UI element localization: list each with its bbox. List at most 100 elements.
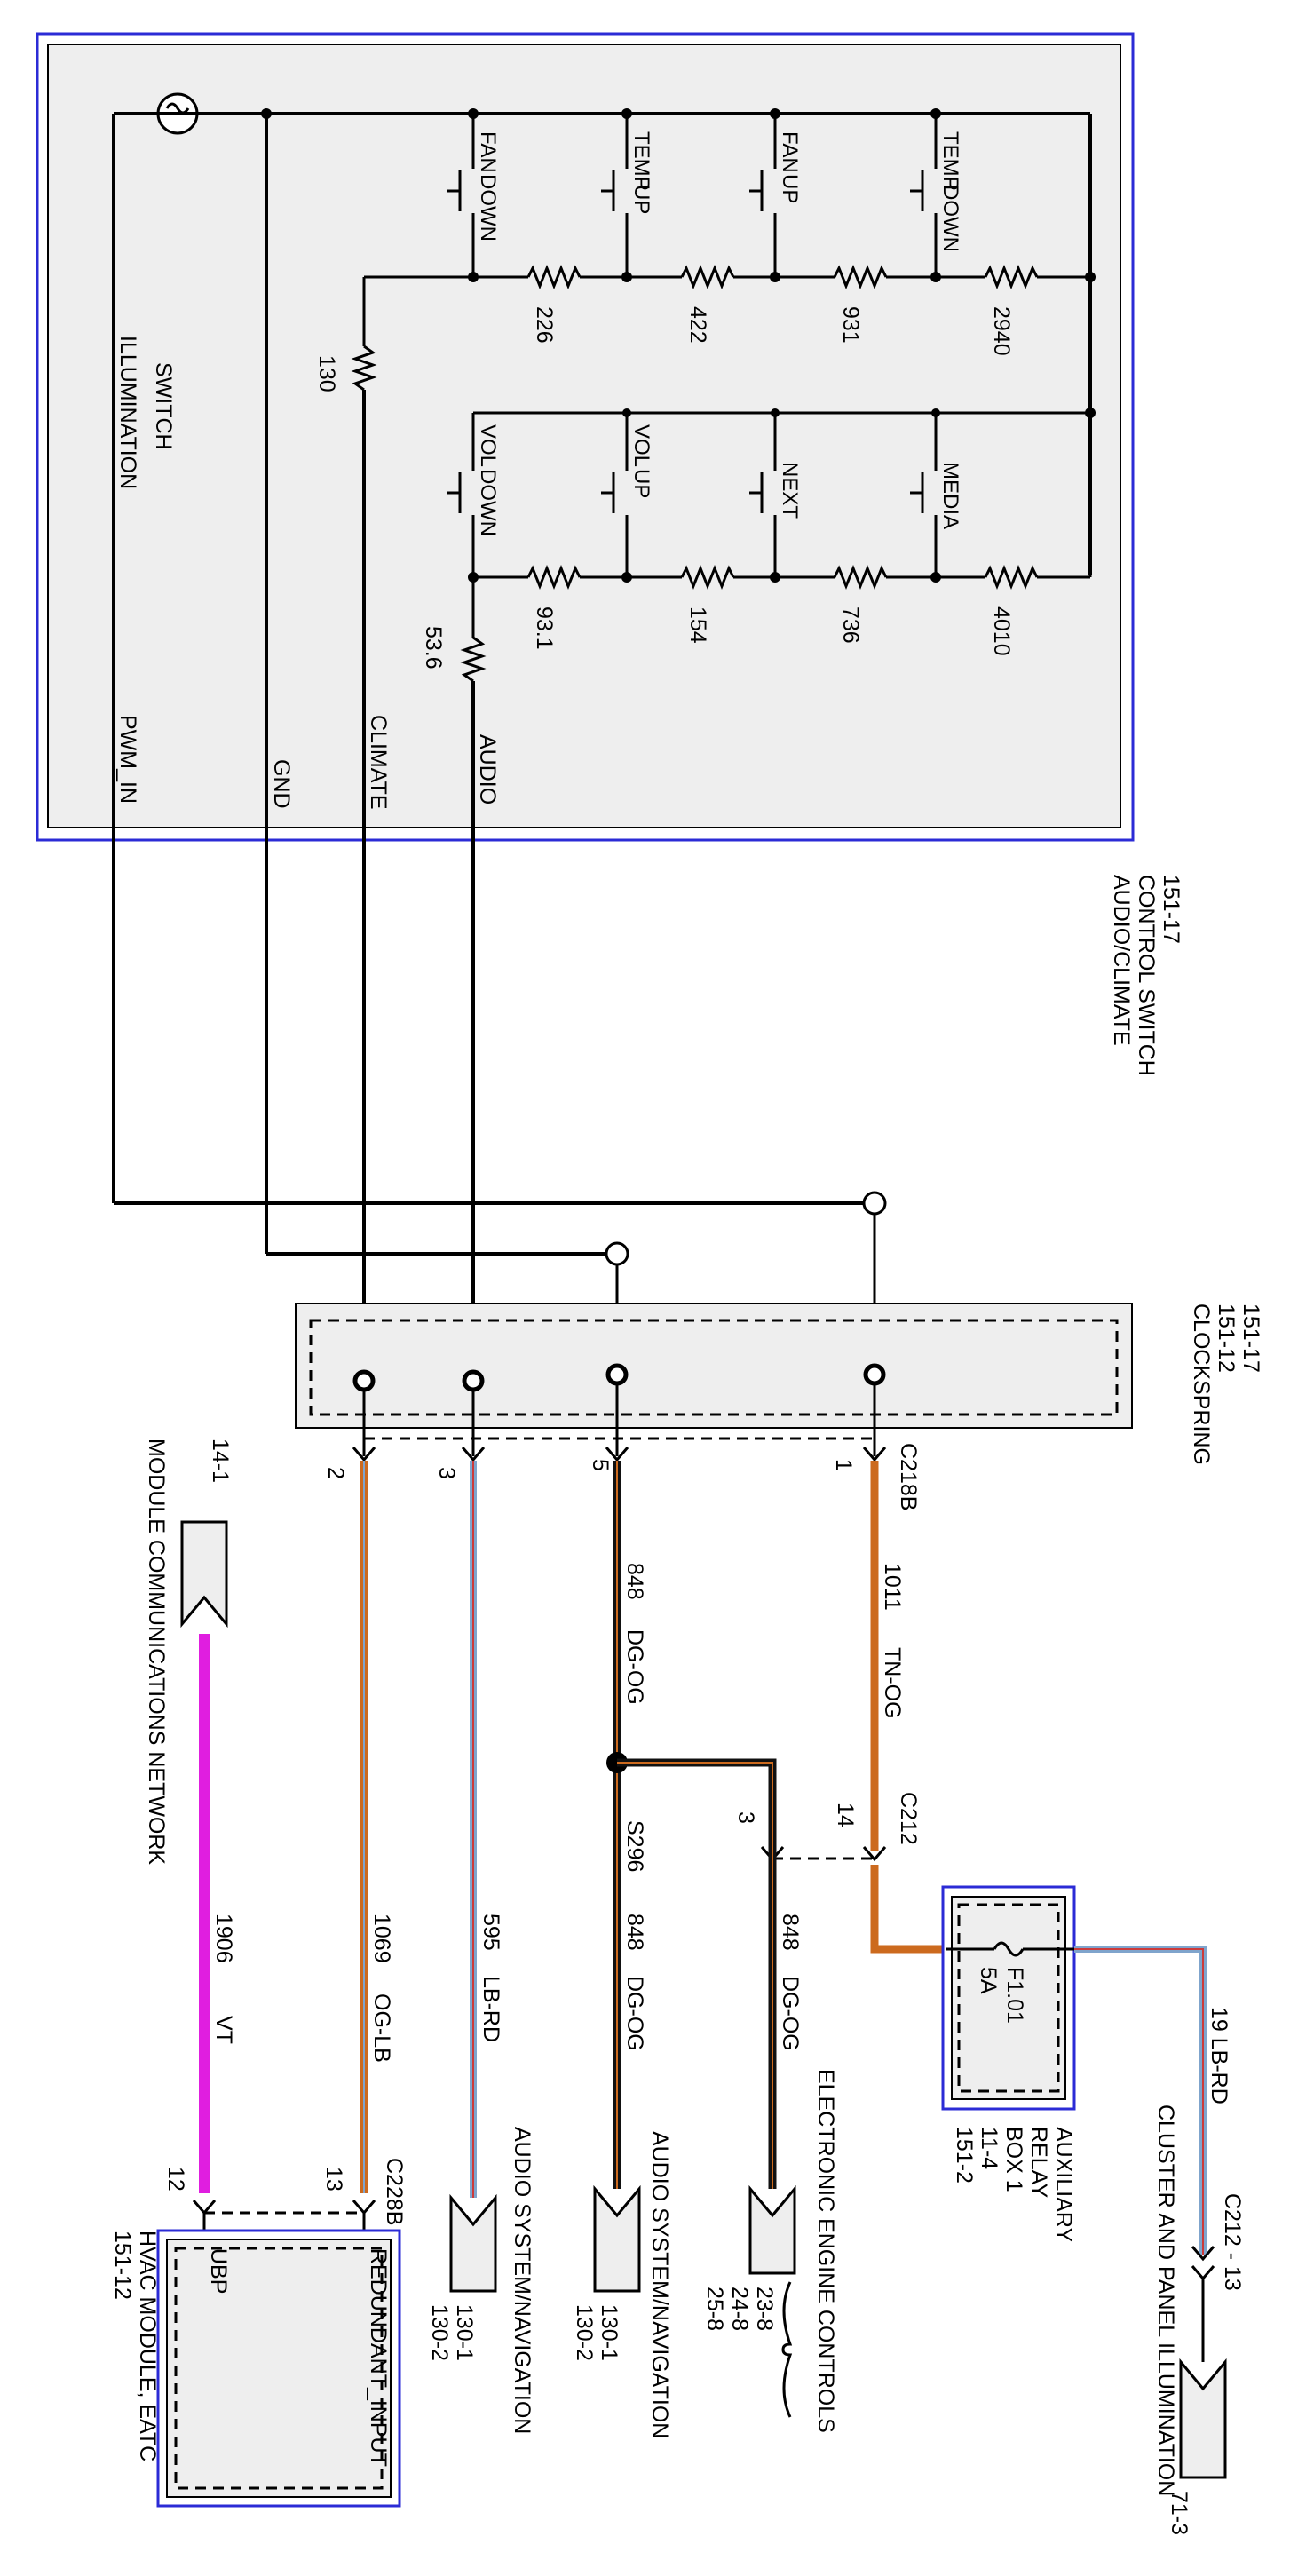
audio-nav-b-label: AUDIO SYSTEM/NAVIGATION <box>647 2131 672 2438</box>
svg-text:11-4: 11-4 <box>977 2127 1001 2169</box>
wire-595-circuit: 595 <box>479 1914 503 1951</box>
wire-848a-circuit: 848 <box>622 1563 647 1600</box>
eec-label: ELECTRONIC ENGINE CONTROLS <box>813 2069 838 2433</box>
wire-19-label: 19 LB-RD <box>1207 2007 1231 2104</box>
svg-text:130-1: 130-1 <box>597 2304 621 2361</box>
svg-text:TEMP: TEMP <box>938 131 962 191</box>
audio-nav-b-refs: 130-1 130-2 <box>572 2304 621 2361</box>
svg-text:DOWN: DOWN <box>938 185 962 252</box>
clockspring-terminal <box>605 1363 629 1386</box>
svg-text:UP: UP <box>629 469 653 498</box>
pin-climate: CLIMATE <box>366 715 391 810</box>
wire-1069-circuit: 1069 <box>369 1914 394 1963</box>
pin-gnd: GND <box>269 759 294 809</box>
pin-arrow-icon <box>862 1447 887 1462</box>
wire-848a-color: DG-OG <box>622 1629 647 1705</box>
pin-pwm-in: PWM_IN <box>115 715 140 804</box>
switch-vol-down <box>447 472 475 577</box>
svg-text:HVAC MODULE, EATC: HVAC MODULE, EATC <box>135 2231 160 2461</box>
svg-text:DOWN: DOWN <box>476 174 500 242</box>
svg-text:130-2: 130-2 <box>572 2304 597 2361</box>
svg-text:TEMP: TEMP <box>629 131 653 191</box>
svg-text:BOX 1: BOX 1 <box>1001 2127 1026 2192</box>
audio-nav-b-connector-icon <box>593 2184 641 2293</box>
illumination-switch-label: ILLUMINATION SWITCH <box>115 336 176 489</box>
resistor-4010-symbol <box>984 564 1039 590</box>
svg-text:DOWN: DOWN <box>476 469 500 536</box>
svg-text:UP: UP <box>629 185 653 214</box>
resistor-4010-value: 4010 <box>989 606 1014 656</box>
wire-848b-circuit: 848 <box>622 1914 647 1951</box>
clockspring-body <box>295 1303 1133 1429</box>
clockspring-terminal <box>462 1369 485 1392</box>
svg-text:151-12: 151-12 <box>110 2231 135 2300</box>
audio-nav-a-connector-icon <box>449 2193 497 2293</box>
resistor-736-value: 736 <box>838 606 863 644</box>
resistor-2940-symbol <box>984 264 1039 290</box>
c212-pin-3: 3 <box>733 1811 758 1824</box>
resistor-226-symbol <box>526 264 582 290</box>
wire-1906-color: VT <box>211 2016 236 2044</box>
label-fan-up: FAN UP <box>778 131 802 203</box>
pin-arrow-icon <box>461 1447 486 1462</box>
label-temp-up: TEMP UP <box>629 131 653 214</box>
svg-text:130-2: 130-2 <box>427 2304 452 2361</box>
mcn-label: MODULE COMMUNICATIONS NETWORK <box>144 1439 169 1865</box>
svg-text:151-17: 151-17 <box>1159 875 1183 944</box>
wire-595-color: LB-RD <box>479 1976 503 2042</box>
fuse-rating: 5A <box>976 1967 1001 1994</box>
svg-text:CLOCKSPRING: CLOCKSPRING <box>1189 1304 1214 1465</box>
wire-19 <box>1074 1946 1207 2255</box>
pin-3-label: 3 <box>434 1467 459 1479</box>
resistor-931-value: 931 <box>838 306 863 344</box>
cluster-ref: 71-3 <box>1167 2491 1191 2535</box>
switch-frame-inner <box>47 44 1121 828</box>
pin-arrow-icon <box>352 2200 376 2215</box>
hvac-pin-redundant: REDUNDANT_INPUT <box>366 2248 391 2467</box>
eec-refs: 23-8 24-8 25-8 <box>702 2287 777 2331</box>
fuse-icon <box>993 1941 1025 1957</box>
resistor-154-value: 154 <box>685 606 710 644</box>
switch-vol-up <box>601 413 629 577</box>
svg-text:AUXILIARY: AUXILIARY <box>1051 2127 1076 2242</box>
hvac-body <box>166 2239 392 2498</box>
resistor-93-symbol <box>526 564 582 590</box>
c212-13-label: C212 - 13 <box>1220 2193 1245 2291</box>
label-media: MEDIA <box>938 462 962 529</box>
wire-1011-circuit: 1011 <box>880 1563 905 1611</box>
svg-text:AUDIO/CLIMATE: AUDIO/CLIMATE <box>1109 875 1134 1046</box>
wire-1069-color: OG-LB <box>369 1993 394 2063</box>
resistor-226-value: 226 <box>532 306 557 344</box>
svg-text:151-2: 151-2 <box>952 2127 977 2184</box>
eec-brace-icon <box>781 2281 793 2418</box>
resistor-154-symbol <box>680 564 735 590</box>
c228b-pin-13: 13 <box>321 2167 346 2192</box>
svg-text:UP: UP <box>778 174 802 203</box>
clockspring-inner <box>309 1319 1119 1416</box>
eec-connector-icon <box>748 2184 796 2275</box>
pin-2-label: 2 <box>323 1467 348 1479</box>
wire-848c-color: DG-OG <box>778 1976 803 2051</box>
svg-text:FAN: FAN <box>778 131 802 173</box>
wire-848c-circuit: 848 <box>778 1914 803 1951</box>
mcn-ref: 14-1 <box>208 1439 233 1483</box>
pin-arrow-icon <box>862 1846 887 1862</box>
svg-text:130-1: 130-1 <box>452 2304 477 2361</box>
svg-text:25-8: 25-8 <box>702 2287 727 2331</box>
pin-1-label: 1 <box>831 1459 856 1471</box>
svg-text:CONTROL SWITCH: CONTROL SWITCH <box>1134 875 1159 1076</box>
pin-audio: AUDIO <box>475 734 500 805</box>
svg-text:24-8: 24-8 <box>727 2287 752 2331</box>
label-fan-down: FAN DOWN <box>476 131 500 242</box>
resistor-931-symbol <box>833 264 888 290</box>
resistor-93-value: 93.1 <box>532 606 557 650</box>
c212-pin-14: 14 <box>833 1803 858 1827</box>
svg-text:SWITCH: SWITCH <box>151 362 176 450</box>
clockspring-terminal <box>352 1369 376 1392</box>
c228b-pin-12: 12 <box>163 2167 188 2192</box>
hvac-title: HVAC MODULE, EATC 151-12 <box>110 2231 160 2461</box>
svg-text:FAN: FAN <box>476 131 500 173</box>
gnd-connector-icon <box>605 1241 629 1266</box>
hvac-pin-ubp: UBP <box>206 2248 231 2294</box>
